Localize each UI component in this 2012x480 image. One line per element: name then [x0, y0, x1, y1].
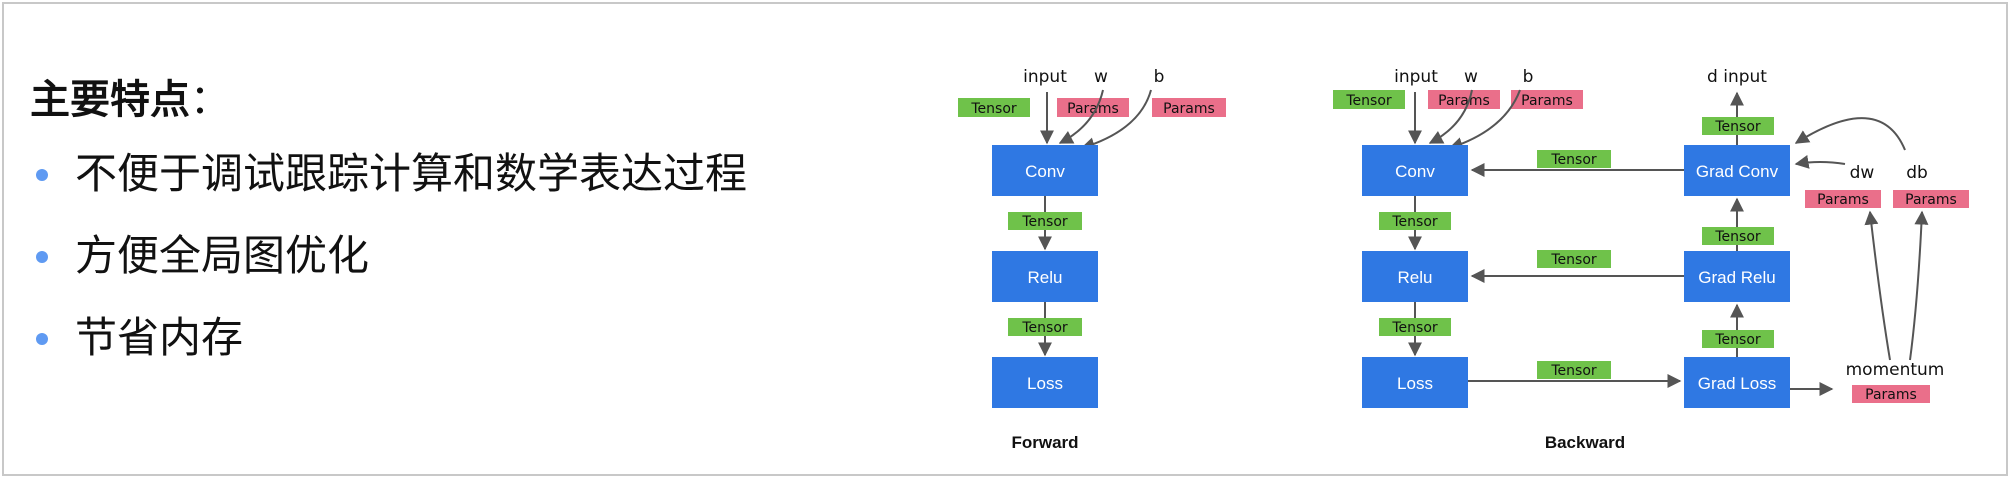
- momentum-params-text: Params: [1865, 387, 1917, 403]
- loss-link-tensor-tag: [1537, 361, 1611, 379]
- forward-conv-tensor-tag: [1008, 212, 1082, 230]
- forward-relu-tensor-tag: [1008, 318, 1082, 336]
- grad-loss-label: Grad Loss: [1698, 374, 1776, 393]
- forward-relu-node: [992, 251, 1098, 302]
- forward-graph: input w b Tensor Params Params Conv Tens…: [958, 67, 1226, 452]
- forward-conv-tensor-text: Tensor: [1021, 214, 1068, 230]
- backward-relu-tensor-tag: [1379, 318, 1451, 336]
- d-input-label: d input: [1707, 67, 1767, 87]
- feature-list: 不便于调试跟踪计算和数学表达过程 方便全局图优化 节省内存: [30, 144, 930, 368]
- grad-loss-tensor-tag: [1702, 330, 1774, 348]
- backward-w-to-conv-edge: [1428, 89, 1473, 144]
- backward-relu-tensor-text: Tensor: [1391, 320, 1438, 336]
- backward-conv-node: [1362, 145, 1468, 196]
- backward-input-tensor-tag: [1333, 90, 1405, 109]
- forward-input-label: input: [1023, 67, 1067, 87]
- grad-relu-tensor-tag: [1702, 227, 1774, 245]
- feature-text: 方便全局图优化: [75, 231, 370, 280]
- dw-params-text: Params: [1817, 192, 1869, 208]
- backward-loss-node: [1362, 357, 1468, 408]
- grad-relu-link-tensor-tag: [1537, 250, 1611, 268]
- feature-item: 不便于调试跟踪计算和数学表达过程: [30, 144, 930, 204]
- grad-relu-link-tensor-text: Tensor: [1550, 252, 1597, 268]
- backward-relu-node: [1362, 251, 1468, 302]
- backward-b-params-text: Params: [1521, 93, 1573, 109]
- grad-relu-tensor-text: Tensor: [1714, 229, 1761, 245]
- backward-b-params-tag: [1511, 90, 1583, 109]
- momentum-to-dw-edge: [1864, 210, 1891, 361]
- forward-input-tensor-tag: [958, 98, 1030, 117]
- grad-relu-label: Grad Relu: [1698, 268, 1775, 287]
- forward-w-label: w: [1094, 67, 1108, 87]
- db-label: db: [1906, 163, 1928, 183]
- forward-conv-node: [992, 145, 1098, 196]
- backward-conv-tensor-text: Tensor: [1391, 214, 1438, 230]
- backward-graph: input w b Tensor Params Params Conv Tens…: [1333, 67, 1969, 452]
- grad-relu-node: [1684, 251, 1790, 302]
- forward-caption: Forward: [1011, 433, 1078, 452]
- loss-link-tensor-text: Tensor: [1550, 363, 1597, 379]
- bullet-icon: [36, 251, 48, 263]
- forward-conv-label: Conv: [1025, 162, 1065, 181]
- grad-conv-tensor-text: Tensor: [1714, 119, 1761, 135]
- grad-conv-link-tensor-text: Tensor: [1550, 152, 1597, 168]
- momentum-params-tag: [1852, 385, 1930, 403]
- forward-w-params-tag: [1057, 98, 1129, 117]
- section-title: 主要特点：: [30, 70, 930, 130]
- db-params-text: Params: [1905, 192, 1957, 208]
- backward-w-label: w: [1464, 67, 1478, 87]
- forward-w-to-conv-edge: [1058, 89, 1104, 144]
- bullet-icon: [36, 169, 48, 181]
- forward-relu-label: Relu: [1028, 268, 1063, 287]
- forward-relu-tensor-text: Tensor: [1021, 320, 1068, 336]
- section-title-text: 主要特点: [30, 77, 190, 123]
- bullet-icon: [36, 333, 48, 345]
- forward-b-to-conv-edge: [1080, 89, 1152, 151]
- backward-conv-label: Conv: [1395, 162, 1435, 181]
- dw-to-grad-conv-edge: [1794, 155, 1846, 169]
- section-title-colon: ：: [190, 77, 230, 123]
- forward-w-params-text: Params: [1067, 101, 1119, 117]
- grad-conv-label: Grad Conv: [1696, 162, 1779, 181]
- forward-input-tensor-text: Tensor: [970, 101, 1017, 117]
- grad-loss-tensor-text: Tensor: [1714, 332, 1761, 348]
- feature-item: 节省内存: [30, 308, 930, 368]
- forward-loss-label: Loss: [1027, 374, 1063, 393]
- backward-input-label: input: [1394, 67, 1438, 87]
- forward-b-params-text: Params: [1163, 101, 1215, 117]
- feature-text: 节省内存: [75, 313, 244, 362]
- backward-input-tensor-text: Tensor: [1345, 93, 1392, 109]
- backward-b-label: b: [1523, 67, 1534, 87]
- feature-item: 方便全局图优化: [30, 226, 930, 286]
- backward-w-params-tag: [1428, 90, 1500, 109]
- backward-w-params-text: Params: [1438, 93, 1490, 109]
- db-params-tag: [1893, 190, 1969, 208]
- momentum-label: momentum: [1846, 360, 1945, 380]
- grad-conv-tensor-tag: [1702, 117, 1774, 135]
- backward-conv-tensor-tag: [1379, 212, 1451, 230]
- momentum-to-db-edge: [1909, 210, 1929, 361]
- backward-b-to-conv-edge: [1448, 89, 1521, 151]
- grad-conv-node: [1684, 145, 1790, 196]
- dw-params-tag: [1805, 190, 1881, 208]
- forward-b-params-tag: [1152, 98, 1226, 117]
- forward-loss-node: [992, 357, 1098, 408]
- backward-caption: Backward: [1545, 433, 1625, 452]
- grad-loss-node: [1684, 357, 1790, 408]
- backward-loss-label: Loss: [1397, 374, 1433, 393]
- feature-text: 不便于调试跟踪计算和数学表达过程: [75, 149, 748, 198]
- forward-b-label: b: [1154, 67, 1165, 87]
- feature-panel: 主要特点： 不便于调试跟踪计算和数学表达过程 方便全局图优化 节省内存: [30, 70, 930, 390]
- backward-relu-label: Relu: [1398, 268, 1433, 287]
- dw-label: dw: [1850, 163, 1875, 183]
- db-to-grad-conv-edge: [1794, 117, 1906, 151]
- grad-conv-link-tensor-tag: [1537, 150, 1611, 168]
